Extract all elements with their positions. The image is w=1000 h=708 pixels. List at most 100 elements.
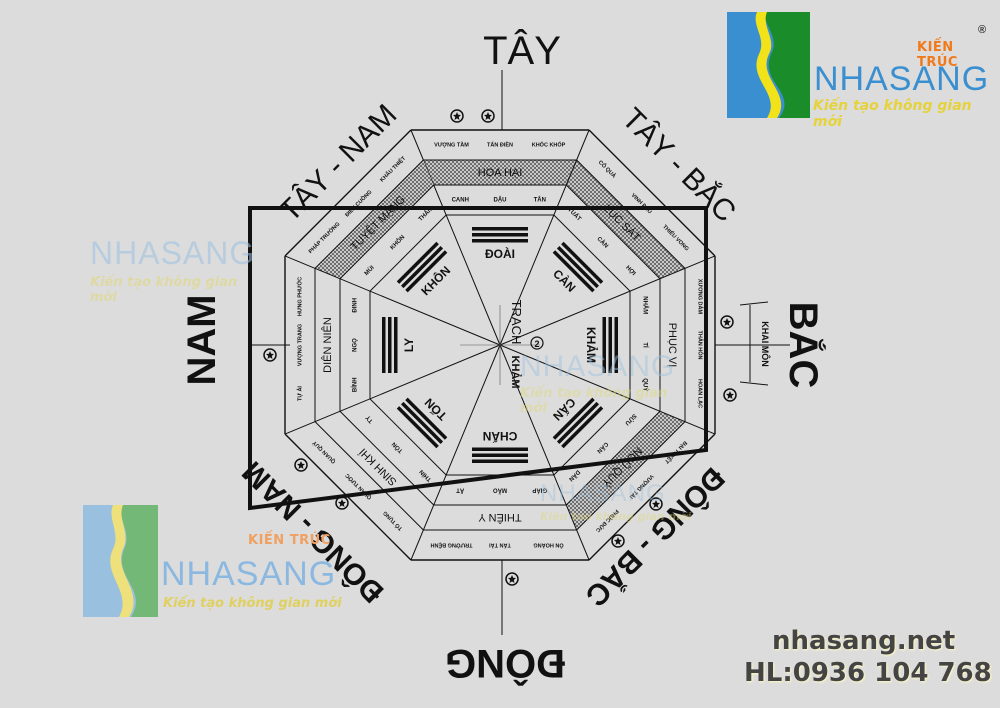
outer-ring-label: VƯỢNG TRANG	[297, 324, 303, 366]
trigram-line-icon	[405, 397, 448, 440]
trigram-line-icon	[614, 317, 618, 373]
outer-ring-label: KHỐC KHỐP	[532, 141, 566, 148]
sector-right: KHẢM NHÂM TÍ QUÝ PHỤC VỊ XƯƠNG DÂM THÂN HÔN HOA…	[584, 279, 705, 408]
house-outline	[248, 206, 708, 511]
mountain-label: TỐN	[391, 441, 405, 455]
outer-ring-label: XƯƠNG DÂM	[697, 279, 704, 315]
trigram-label: LY	[402, 338, 416, 352]
trigram-line-icon	[608, 317, 612, 373]
outer-ring-label: THÂN HÔN	[697, 330, 705, 359]
trigram-line-icon	[556, 401, 599, 444]
star-marker-icon	[450, 109, 464, 123]
outer-ring-label: CÔ QUẢ	[597, 158, 618, 179]
brand-name: NHASANG	[814, 60, 990, 98]
door-label: KHAI MÔN	[760, 321, 771, 367]
center-marker: 2	[534, 339, 539, 349]
mountain-label: TÍ	[641, 342, 649, 348]
watermark-name: NHASANG	[540, 480, 666, 507]
brand-kien-truc: KIẾN TRÚC	[917, 40, 958, 70]
mountain-label: MÃO	[493, 486, 507, 493]
logo-s-icon	[83, 505, 158, 617]
trigram-line-icon	[472, 233, 528, 237]
mountain-label: HỢI	[624, 265, 636, 277]
watermark-center: NHASANG Kiến tạo không gian mới	[520, 350, 680, 416]
trigram-line-icon	[561, 406, 604, 449]
mountain-label: ĐINH	[353, 298, 359, 313]
mountain-label: THÌN	[418, 468, 434, 484]
hotline: HL:0936 104 768	[744, 658, 992, 688]
trigram-line-icon	[472, 239, 528, 243]
trigram-line-icon	[396, 406, 439, 449]
star-marker-icon	[505, 572, 519, 586]
center-trach-label: TRẠCH	[509, 300, 524, 345]
trigram-line-icon	[561, 241, 604, 284]
star-label: HỌA HẠI	[478, 167, 523, 179]
watermark-slogan: Kiến tạo không gian mới	[540, 510, 692, 523]
trigram-line-icon	[396, 241, 439, 284]
watermark-bottom: NHASANG Kiến tạo không gian mới	[540, 480, 700, 540]
trigram-line-icon	[472, 453, 528, 457]
mountain-label: KHÔN	[388, 233, 406, 251]
star-label: SINH KHÍ	[356, 445, 400, 489]
direction-bac: BẮC	[781, 302, 827, 389]
mountain-label: CÀN	[595, 235, 609, 249]
hatched-band	[315, 160, 434, 279]
star-marker-icon	[720, 315, 734, 329]
direction-dong: ĐÔNG	[445, 641, 565, 687]
mountain-label: ẤT	[456, 486, 464, 493]
outer-ring-label: TẤN ĐIỀN	[487, 141, 513, 148]
mountain-label: GIÁP	[532, 486, 547, 493]
outer-ring-label: TẤN TÀI	[489, 542, 511, 549]
trigram-line-icon	[472, 459, 528, 463]
mountain-label: CẤN	[595, 440, 609, 454]
star-label: DIÊN NIÊN	[321, 317, 334, 373]
hatched-band	[566, 411, 685, 530]
mountain-label: TÂN	[534, 197, 546, 204]
center-trach-value: KHẢM	[509, 356, 522, 389]
watermark-name: NHASANG	[520, 350, 676, 383]
hatched-band	[566, 160, 685, 279]
trigram-line-icon	[401, 246, 444, 289]
trigram-line-icon	[602, 317, 606, 373]
mountain-label: CANH	[452, 198, 469, 204]
trigram-label: KHẢM	[584, 327, 599, 363]
trigram-line-icon	[394, 317, 398, 373]
outer-ring-label: TỰ ẢI	[296, 386, 303, 401]
website[interactable]: nhasang.net	[772, 626, 956, 656]
trigram-label: ĐOÀI	[485, 246, 515, 261]
trigram-line-icon	[401, 401, 444, 444]
mountain-label: TỴ	[365, 414, 375, 424]
trigram-line-icon	[472, 227, 528, 231]
star-marker-icon	[481, 109, 495, 123]
star-label: PHỤC VỊ	[666, 323, 678, 368]
star-marker-icon	[263, 348, 277, 362]
outer-ring-label: HƯNG PHƯỚC	[295, 277, 303, 316]
outer-ring-label: VINH PHÚ	[630, 192, 654, 216]
mountain-label: NGỌ	[353, 338, 359, 352]
brand-slogan: Kiến tạo không gian mới	[813, 98, 972, 130]
brand-kien-truc: KIẾN TRÚC	[248, 533, 331, 548]
outer-ring-label: TỐ TỤNG	[382, 510, 404, 532]
star-label: THIÊN Y	[478, 511, 522, 524]
trigram-label: CHẤN	[483, 429, 518, 444]
outer-ring-label: TRƯỜNG BỆNH	[430, 542, 472, 550]
trigram-line-icon	[552, 397, 595, 440]
mountain-label: NHÂM	[641, 296, 648, 314]
watermark-slogan: Kiến tạo không gian mới	[90, 275, 238, 305]
trigram-line-icon	[472, 447, 528, 451]
mountain-label: QUÝ	[641, 378, 648, 391]
brand-slogan: Kiến tạo không gian mới	[163, 596, 342, 611]
direction-nam: NAM	[180, 294, 224, 385]
trigram-line-icon	[405, 250, 448, 293]
outer-ring-label: VƯỢNG TẦM	[434, 141, 469, 148]
logo-s-icon	[727, 12, 810, 118]
watermark-slogan: Kiến tạo không gian mới	[520, 386, 668, 416]
trigram-line-icon	[382, 317, 386, 373]
trigram-line-icon	[556, 246, 599, 289]
outer-ring-label: HOAN LẠC	[697, 379, 703, 408]
brand-name: NHASANG	[161, 555, 337, 593]
star-marker-icon	[723, 388, 737, 402]
